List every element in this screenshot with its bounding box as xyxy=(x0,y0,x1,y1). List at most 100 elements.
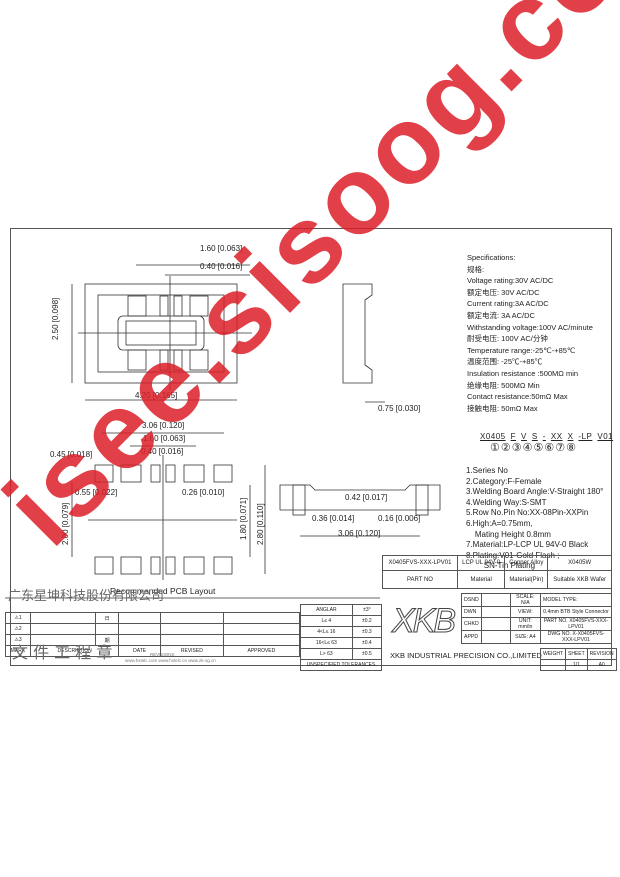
tolerance-cell: ±3° xyxy=(351,604,383,616)
pcb-dim-5: 0.55 [0.022] xyxy=(75,488,118,497)
date-char: 日 xyxy=(94,612,120,624)
side-view xyxy=(342,283,385,403)
code-part: S xyxy=(531,432,538,441)
code-index: ⑤ xyxy=(533,442,544,454)
company-name: XKB INDUSTRIAL PRECISION CO.,LIMITED xyxy=(390,651,542,660)
code-index: ② xyxy=(500,442,511,454)
spec-line: 绝缘电阻: 500MΩ Min xyxy=(467,380,540,390)
note-line: 7.Material:LP-LCP UL 94V-0 Black xyxy=(466,540,589,550)
code-part: V xyxy=(521,432,527,441)
note-line: 6.High:A=0.75mm, xyxy=(466,518,533,528)
revisions-label: REVISIONS xyxy=(150,652,175,657)
note-line: 1.Series No xyxy=(466,466,508,475)
pcb-dim-1: 3.06 [0.120] xyxy=(142,421,185,430)
header: Material(Pin) xyxy=(504,570,549,589)
header: PART NO xyxy=(382,570,458,589)
part-no: PART NO. X0405FVS-XXX-LPV01 xyxy=(540,617,612,631)
note-line: 5.Row No.Pin No:XX-08Pin-XXPin xyxy=(466,508,589,518)
tolerance-cell: ±0.4 xyxy=(351,637,383,649)
spec-line: Insulation resistance :500MΩ min xyxy=(467,368,579,378)
websites: www.hxtelc.com www.hxtelc.cn www.zk-xg.c… xyxy=(125,658,216,663)
header: Suitable XKB Wafer xyxy=(547,570,612,589)
xkb-logo: XKB xyxy=(391,602,456,641)
doc-stamp-cn: 文 件 工 程 章 xyxy=(12,643,113,662)
wafer-value: X0405W xyxy=(547,555,612,571)
spec-line: 额定电压: 30V AC/DC xyxy=(467,287,540,297)
spec-line: 温度范围: -25℃-+85℃ xyxy=(467,357,543,367)
spec-line: Withstanding voltage:100V AC/minute xyxy=(467,322,593,332)
pcb-dim-2: 1.60 [0.063] xyxy=(143,434,186,443)
side-pcb-dim-3: 0.16 [0.006] xyxy=(378,514,421,523)
revised-header: REVISED xyxy=(160,645,224,657)
tolerance-cell: ANGLAR xyxy=(300,604,353,616)
code-index: ⑧ xyxy=(566,442,576,454)
spec-line: Voltage rating:30V AC/DC xyxy=(467,276,554,286)
spec-line: Current rating:3A AC/DC xyxy=(467,299,549,309)
code-part: F xyxy=(510,432,517,441)
tolerance-cell: L≤ 4 xyxy=(300,615,353,627)
pcb-dim-7: 2.00 [0.079] xyxy=(61,502,70,545)
sheet-value: 1/1 xyxy=(565,659,588,671)
mark-header: MARK xyxy=(5,645,31,657)
code-index: ⑥ xyxy=(544,442,555,454)
scale: SCALE: N/A xyxy=(509,593,542,607)
spec-line: 规格: xyxy=(467,264,485,274)
pin-material-value: Copper Alloy xyxy=(504,555,549,571)
dim-pitch-outer: 1.60 [0.063] xyxy=(200,244,243,253)
spec-line: 接触电阻: 50mΩ Max xyxy=(467,403,538,413)
tolerance-cell: ±0.2 xyxy=(351,615,383,627)
chkd: CHKD xyxy=(461,617,482,631)
pcb-layout xyxy=(71,432,266,580)
code-index: ④ xyxy=(522,442,533,454)
header: Material xyxy=(456,570,506,589)
tolerance-cell: ±0.5 xyxy=(351,648,383,660)
appd: APPD xyxy=(461,630,482,644)
spec-line: Contact resistance:50mΩ Max xyxy=(467,392,568,402)
revision-value: A0 xyxy=(586,659,617,671)
pcb-layout-title: Recommended PCB Layout xyxy=(110,586,216,596)
company-stamp-cn: 广东星坤科技股份有限公司 xyxy=(8,589,165,604)
dim-height: 2.50 [0.098] xyxy=(51,297,60,340)
note-line: 3.Welding Board Angle:V-Straight 180° xyxy=(466,487,604,497)
view: VIEW: xyxy=(509,606,542,618)
spec-line: 额定电流: 3A AC/DC xyxy=(467,310,535,320)
spec-line: Specifications: xyxy=(467,253,516,262)
pcb-dim-3: 0.40 [0.016] xyxy=(141,447,184,456)
side-pcb-dim-1: 0.42 [0.017] xyxy=(345,493,388,502)
approved-header: APPROVED xyxy=(222,645,301,657)
size: SIZE: A4 xyxy=(509,630,542,644)
specifications: Specifications: 规格: Voltage rating:30V AC/… xyxy=(467,252,593,414)
pcb-dim-4: 0.45 [0.018] xyxy=(50,450,93,459)
dsnd: DSND xyxy=(461,593,482,607)
code-part: - xyxy=(542,432,546,441)
dim-thickness: 0.75 [0.030] xyxy=(378,404,421,413)
sheet: SHEET xyxy=(565,648,588,660)
code-index: ⑦ xyxy=(555,442,566,454)
side-pcb-dim-2: 0.36 [0.014] xyxy=(312,514,355,523)
dim-pitch: 0.40 [0.016] xyxy=(200,262,243,271)
model-label: MODEL TYPE: xyxy=(540,593,612,607)
tolerance-cell: ±0.3 xyxy=(351,626,383,638)
description-header: DESCRIPTION xyxy=(29,645,120,657)
note-line: 4.Welding Way:S-SMT xyxy=(466,497,547,507)
tolerance-cell: L> 63 xyxy=(300,648,353,660)
spec-line: Temperature range:-25℃-+85℃ xyxy=(467,345,576,355)
pcb-dim-8: 1.80 [0.071] xyxy=(239,497,248,540)
code-part: X0405 xyxy=(480,432,506,441)
material-value: LCP UL 94V-0 xyxy=(456,555,506,571)
revision: REVISION xyxy=(586,648,617,660)
code-part: XX xyxy=(550,432,563,441)
tolerance-label: UNSPECIFIED TOLERANCES xyxy=(300,659,382,671)
mark: ⚠1 xyxy=(5,612,31,624)
pcb-dim-9: 2.80 [0.110] xyxy=(256,503,265,545)
mark: ⚠2 xyxy=(5,623,31,635)
note-line: 2.Category:F-Female xyxy=(466,476,542,486)
weight: WEIGHT xyxy=(540,648,566,660)
